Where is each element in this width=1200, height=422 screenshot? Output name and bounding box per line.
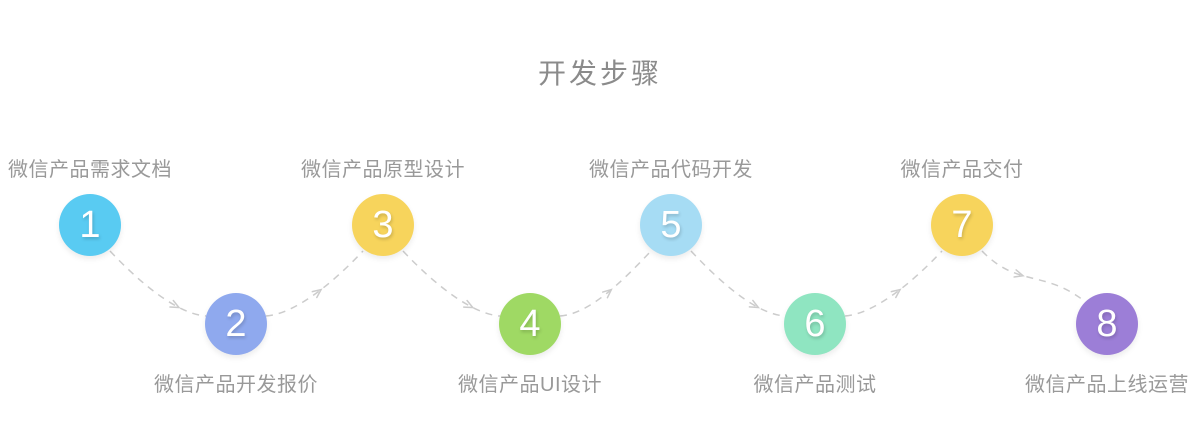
connector-6-to-7 <box>844 250 943 317</box>
connector-2-to-3 <box>265 250 364 317</box>
arrowhead-1-to-2 <box>169 299 181 309</box>
step-circle: 2 <box>205 293 267 355</box>
step-label: 微信产品UI设计 <box>458 374 602 396</box>
step-circle: 5 <box>640 194 702 256</box>
step-number: 8 <box>1096 303 1118 345</box>
step-label: 微信产品测试 <box>753 374 877 396</box>
connector-7-to-8 <box>981 250 1084 301</box>
step-number: 4 <box>519 303 541 345</box>
step-circle: 7 <box>931 194 993 256</box>
arrowhead-5-to-6 <box>748 299 761 309</box>
arrowhead-7-to-8 <box>1013 269 1025 278</box>
step-label: 微信产品开发报价 <box>154 374 318 396</box>
step-label: 微信产品原型设计 <box>301 159 465 181</box>
step-circle: 1 <box>59 194 121 256</box>
step-number: 7 <box>951 204 973 246</box>
connector-5-to-6 <box>690 250 786 317</box>
step-label: 微信产品交付 <box>900 159 1024 181</box>
step-circle: 6 <box>784 293 846 355</box>
connector-4-to-5 <box>559 250 652 317</box>
step-circle: 3 <box>352 194 414 256</box>
step-number: 3 <box>372 204 394 246</box>
step-circle: 8 <box>1076 293 1138 355</box>
step-number: 5 <box>660 204 682 246</box>
step-number: 6 <box>804 303 826 345</box>
step-label: 微信产品代码开发 <box>589 159 753 181</box>
arrowhead-4-to-5 <box>601 288 613 299</box>
page-title: 开发步骤 <box>537 58 662 89</box>
step-label: 微信产品需求文档 <box>8 159 172 181</box>
connector-3-to-4 <box>402 250 501 317</box>
arrowhead-6-to-7 <box>890 288 902 299</box>
step-label: 微信产品上线运营 <box>1025 374 1189 396</box>
arrowhead-3-to-4 <box>463 299 475 309</box>
step-circle: 4 <box>499 293 561 355</box>
step-number: 1 <box>79 204 101 246</box>
step-number: 2 <box>225 303 247 345</box>
arrowhead-2-to-3 <box>311 288 323 299</box>
connector-1-to-2 <box>109 250 207 317</box>
